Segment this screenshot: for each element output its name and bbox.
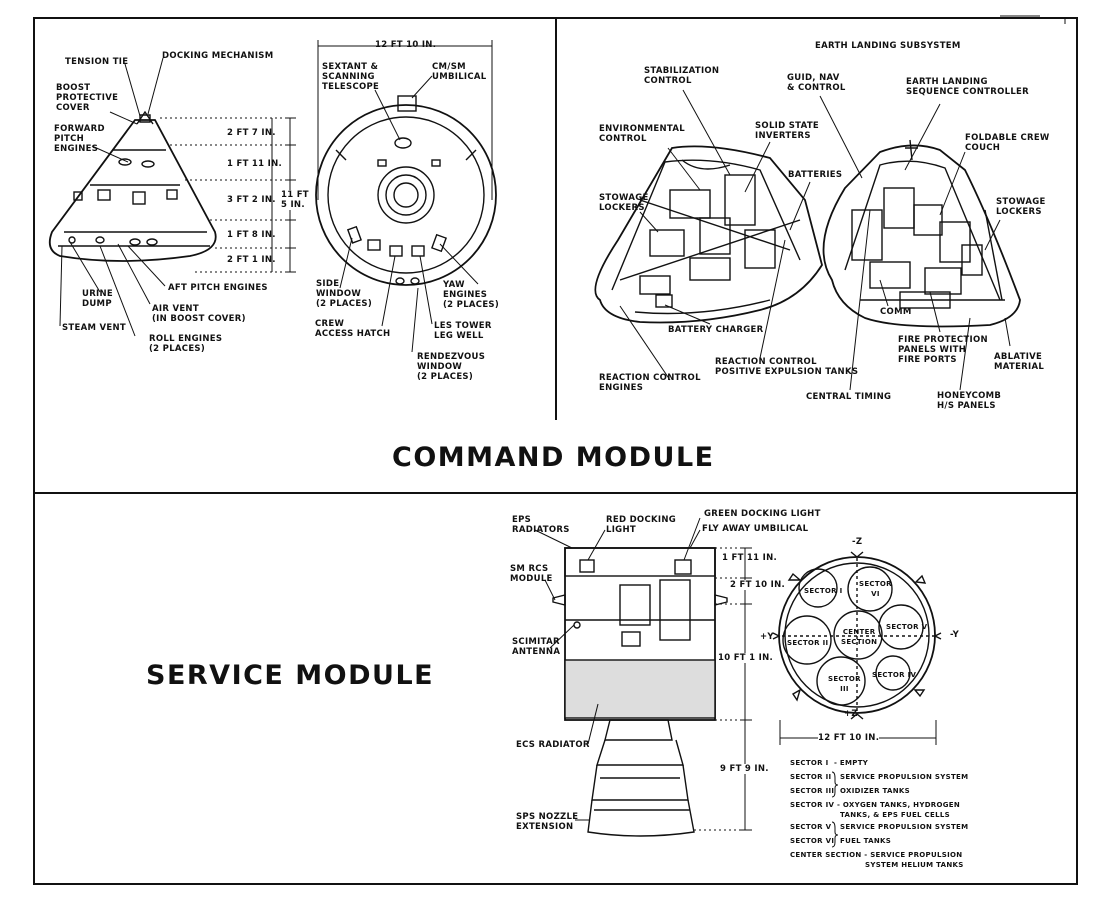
sm-end-view bbox=[772, 551, 942, 720]
yaw-engines-label: YAW ENGINES (2 PLACES) bbox=[443, 280, 500, 310]
eps-radiators-label: EPS RADIATORS bbox=[512, 515, 570, 535]
sector-3-label: SECTOR III bbox=[828, 675, 861, 693]
axis-plus-y: +Y bbox=[760, 632, 774, 642]
cm-side-view bbox=[48, 110, 217, 262]
docking-mechanism-label: DOCKING MECHANISM bbox=[162, 51, 274, 61]
steam-vent-label: STEAM VENT bbox=[62, 323, 127, 333]
axis-minus-z: -Z bbox=[852, 537, 863, 547]
sector-1-label: SECTOR I bbox=[804, 587, 843, 595]
cm-interior-right bbox=[822, 139, 1021, 328]
legend-sector-1: SECTOR I - EMPTY bbox=[790, 759, 869, 767]
tension-tie-label: TENSION TIE bbox=[65, 57, 129, 67]
cm-dimension-1: 2 FT 7 IN. bbox=[227, 128, 276, 138]
aft-pitch-engines-label: AFT PITCH ENGINES bbox=[168, 283, 268, 293]
battery-charger-label: BATTERY CHARGER bbox=[668, 325, 764, 335]
green-docking-light-label: GREEN DOCKING LIGHT bbox=[704, 509, 821, 519]
stowage-lockers-right-label: STOWAGE LOCKERS bbox=[996, 197, 1046, 217]
cm-top-leaders bbox=[339, 75, 479, 353]
red-docking-light-label: RED DOCKING LIGHT bbox=[606, 515, 677, 535]
legend-sector-4: SECTOR IV - OXYGEN TANKS, HYDROGEN bbox=[790, 801, 961, 809]
cm-dimension-2: 1 FT 11 IN. bbox=[227, 159, 283, 169]
cm-top-view bbox=[315, 95, 497, 286]
legend-sps-fuel-2: FUEL TANKS bbox=[840, 837, 892, 845]
cm-interior-left bbox=[594, 145, 823, 324]
sm-dimension-2: 2 FT 10 IN. bbox=[730, 580, 786, 590]
umbilical-label: CM/SM UMBILICAL bbox=[432, 62, 487, 82]
cm-width-dimension: 12 FT 10 IN. bbox=[375, 40, 437, 50]
rendezvous-window-label: RENDEZVOUS WINDOW (2 PLACES) bbox=[417, 352, 486, 382]
sm-dimension-3: 10 FT 1 IN. bbox=[718, 653, 774, 663]
cm-interior-leaders bbox=[619, 89, 1011, 391]
sm-dimension-4: 9 FT 9 IN. bbox=[720, 764, 769, 774]
ecs-radiator-label: ECS RADIATOR bbox=[516, 740, 590, 750]
service-module-title: SERVICE MODULE bbox=[146, 660, 435, 691]
sm-dimension-1: 1 FT 11 IN. bbox=[722, 553, 778, 563]
sm-rcs-module-label: SM RCS MODULE bbox=[510, 564, 553, 584]
cm-dimension-5: 2 FT 1 IN. bbox=[227, 255, 276, 265]
central-timing-label: CENTRAL TIMING bbox=[806, 392, 892, 402]
ablative-material-label: ABLATIVE MATERIAL bbox=[994, 352, 1045, 372]
boost-protective-cover-label: BOOST PROTECTIVE COVER bbox=[56, 83, 119, 113]
sector-5-label: SECTOR V bbox=[886, 623, 928, 631]
legend-sector-4-cont: TANKS, & EPS FUEL CELLS bbox=[840, 811, 950, 819]
cm-leaders bbox=[59, 57, 166, 337]
center-section-label: CENTER SECTION bbox=[841, 628, 878, 646]
sm-dimension-lines bbox=[694, 547, 937, 831]
stabilization-control-label: STABILIZATION CONTROL bbox=[644, 66, 720, 86]
side-window-label: SIDE WINDOW (2 PLACES) bbox=[316, 279, 373, 309]
axis-plus-z: +Z bbox=[844, 709, 858, 719]
batteries-label: BATTERIES bbox=[788, 170, 843, 180]
stowage-lockers-left-label: STOWAGE LOCKERS bbox=[599, 193, 649, 213]
sextant-label: SEXTANT & SCANNING TELESCOPE bbox=[322, 62, 380, 92]
solid-state-inverters-label: SOLID STATE INVERTERS bbox=[755, 121, 820, 141]
sector-6-label: SECTOR VI bbox=[859, 580, 892, 598]
cm-dimension-4: 1 FT 8 IN. bbox=[227, 230, 276, 240]
legend-center-section: CENTER SECTION - SERVICE PROPULSION bbox=[790, 851, 963, 859]
crew-hatch-label: CREW ACCESS HATCH bbox=[315, 319, 391, 339]
legend-sps-oxidizer-2: OXIDIZER TANKS bbox=[840, 787, 910, 795]
earth-landing-sequence-label: EARTH LANDING SEQUENCE CONTROLLER bbox=[906, 77, 1030, 97]
guid-nav-control-label: GUID, NAV & CONTROL bbox=[787, 73, 846, 93]
legend-sps-oxidizer-1: SERVICE PROPULSION SYSTEM bbox=[840, 773, 969, 781]
sector-2-label: SECTOR II bbox=[787, 639, 829, 647]
earth-landing-subsystem-label: EARTH LANDING SUBSYSTEM bbox=[815, 41, 961, 51]
legend-braces bbox=[831, 771, 839, 848]
reaction-control-positive-label: REACTION CONTROL POSITIVE EXPULSION TANK… bbox=[715, 357, 859, 377]
axis-minus-y: -Y bbox=[950, 630, 960, 640]
legend-sector-5: SECTOR V bbox=[790, 823, 832, 831]
scimitar-antenna-label: SCIMITAR ANTENNA bbox=[512, 637, 561, 657]
legend-sector-2: SECTOR II bbox=[790, 773, 832, 781]
sm-leaders bbox=[534, 517, 701, 821]
foldable-crew-couch-label: FOLDABLE CREW COUCH bbox=[965, 133, 1050, 153]
sps-nozzle-label: SPS NOZZLE EXTENSION bbox=[516, 812, 579, 832]
legend-center-section-cont: SYSTEM HELIUM TANKS bbox=[865, 861, 964, 869]
les-tower-label: LES TOWER LEG WELL bbox=[434, 321, 492, 341]
air-vent-label: AIR VENT (IN BOOST COVER) bbox=[152, 304, 246, 324]
scan-marks bbox=[1000, 15, 1066, 24]
forward-pitch-engines-label: FORWARD PITCH ENGINES bbox=[54, 124, 105, 154]
comm-label: COMM bbox=[880, 307, 912, 317]
sm-diameter-dimension: 12 FT 10 IN. bbox=[818, 733, 880, 743]
environmental-control-label: ENVIRONMENTAL CONTROL bbox=[599, 124, 685, 144]
sm-side-view bbox=[552, 547, 728, 837]
urine-dump-label: URINE DUMP bbox=[82, 289, 114, 309]
reaction-control-engines-label: REACTION CONTROL ENGINES bbox=[599, 373, 701, 393]
roll-engines-label: ROLL ENGINES (2 PLACES) bbox=[149, 334, 223, 354]
honeycomb-label: HONEYCOMB H/S PANELS bbox=[937, 391, 1002, 411]
legend-sector-6: SECTOR VI bbox=[790, 837, 835, 845]
legend-sps-fuel-1: SERVICE PROPULSION SYSTEM bbox=[840, 823, 969, 831]
command-module-title: COMMAND MODULE bbox=[392, 442, 715, 473]
legend-sector-3: SECTOR III bbox=[790, 787, 835, 795]
sector-4-label: SECTOR IV bbox=[872, 671, 917, 679]
cm-total-height: 11 FT 5 IN. bbox=[281, 190, 309, 210]
fire-protection-label: FIRE PROTECTION PANELS WITH FIRE PORTS bbox=[898, 335, 988, 365]
cm-dimension-3: 3 FT 2 IN. bbox=[227, 195, 276, 205]
fly-away-umbilical-label: FLY AWAY UMBILICAL bbox=[702, 524, 809, 534]
